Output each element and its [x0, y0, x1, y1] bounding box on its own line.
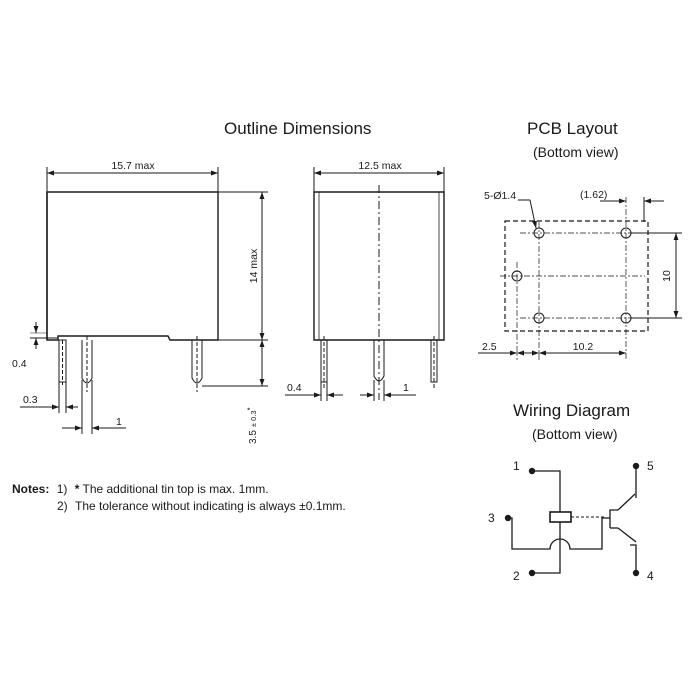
relay-coil: [549, 511, 572, 523]
pcb-spacing-label: 10.2: [573, 341, 594, 353]
front-view: [20, 167, 268, 434]
terminal-dot: [528, 467, 536, 475]
pin-pitch-front-label: 1: [116, 416, 122, 428]
note-1-text: The additional tin top is max. 1mm.: [82, 482, 269, 496]
pcb-hole: [533, 312, 545, 324]
front-width-label: 15.7 max: [111, 160, 155, 172]
pcb-left-offset-label: 2.5: [482, 341, 497, 353]
pin-pitch-side-label: 1: [403, 382, 409, 394]
terminal-dot: [504, 514, 512, 522]
side-pin-mid: [373, 340, 385, 382]
wiring-subtitle: (Bottom view): [532, 426, 618, 442]
wiring-title: Wiring Diagram: [513, 401, 631, 420]
terminal-dot: [632, 569, 640, 577]
front-pin-mid: [81, 340, 93, 384]
switch-contact-nc: [617, 527, 637, 543]
note-1-number: 1): [56, 482, 68, 496]
side-width-label: 12.5 max: [358, 160, 402, 172]
note-2-number: 2): [57, 499, 68, 513]
terminal-dot: [632, 462, 640, 470]
pcb-hole: [533, 227, 545, 239]
pin-offset-label: 0.3: [23, 394, 38, 406]
height-label: 14 max: [248, 248, 260, 283]
pcb-subtitle: (Bottom view): [533, 144, 619, 160]
switch-contact-no: [617, 493, 636, 511]
pin-label-2: 2: [513, 569, 520, 583]
pcb-height-label: 10: [661, 270, 673, 282]
pin-label-3: 3: [488, 511, 495, 525]
pcb-holes-label: 5-Ø1.4: [484, 190, 516, 202]
pcb-layout: [478, 197, 682, 360]
side-body: [313, 191, 445, 341]
wiring-diagram: [508, 466, 637, 574]
pin-thk-front-label: 0.4: [12, 358, 27, 370]
note-2: 2) The tolerance without indicating is a…: [57, 499, 346, 513]
pin-length-label: 3.5± 0.3*: [246, 407, 259, 444]
pcb-offset-label: (1.62): [580, 189, 607, 201]
front-body: [46, 191, 219, 341]
side-view: [285, 167, 445, 401]
wiring-terminals: [504, 462, 640, 577]
note-1: Notes: 1) * The additional tin top is ma…: [12, 482, 269, 496]
notes-label: Notes:: [12, 482, 50, 496]
note-1-star: *: [74, 482, 80, 496]
note-2-text: The tolerance without indicating is alwa…: [75, 499, 346, 513]
pin-label-4: 4: [647, 569, 654, 583]
pcb-hole: [511, 270, 523, 282]
front-pin-right: [191, 340, 203, 384]
terminal-dot: [528, 569, 536, 577]
outline-title: Outline Dimensions: [224, 119, 372, 138]
pcb-title: PCB Layout: [527, 119, 618, 138]
pin-thk-side-label: 0.4: [287, 382, 302, 394]
pin-label-5: 5: [647, 459, 654, 473]
pin-label-1: 1: [513, 459, 520, 473]
